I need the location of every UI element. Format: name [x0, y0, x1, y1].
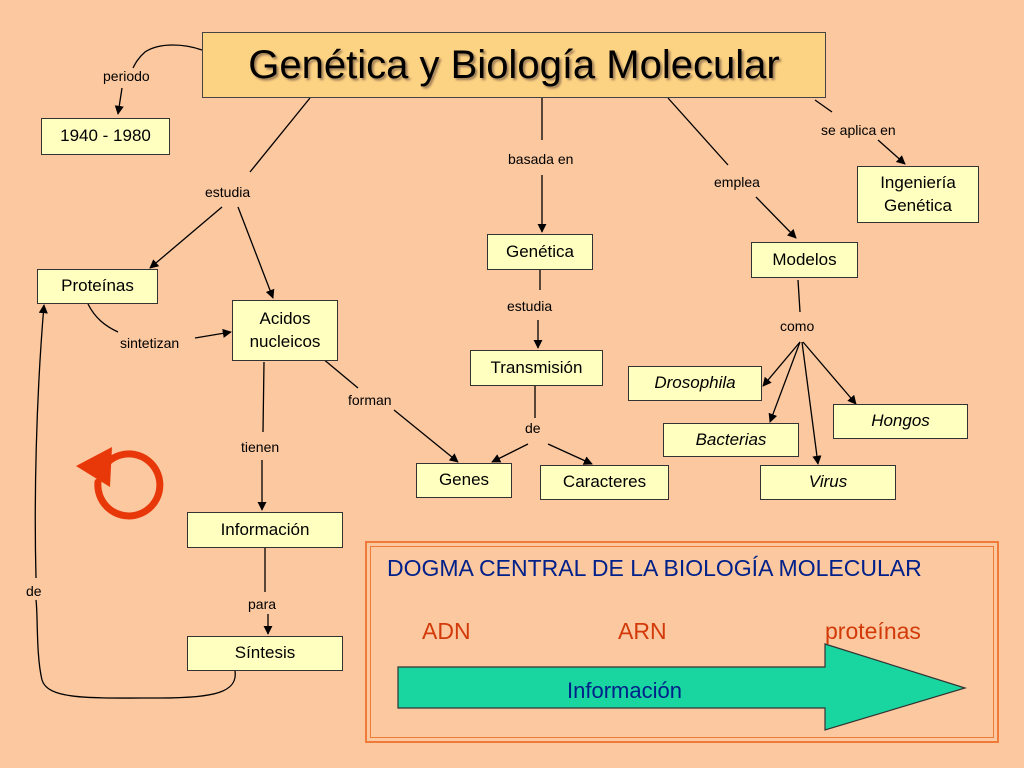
- connector-de-caracteres: [547, 443, 593, 465]
- virus-node: Virus: [760, 465, 896, 500]
- dogma-proteinas: proteínas: [825, 618, 921, 644]
- transmision-node: Transmisión: [470, 350, 603, 386]
- connector-como-virus: [801, 341, 822, 465]
- connector-modelos-como: [797, 279, 801, 313]
- link-label-para: para: [248, 596, 277, 612]
- dogma-panel: DOGMA CENTRAL DE LA BIOLOGÍA MOLECULAR A…: [365, 541, 999, 743]
- connector-como-hongos: [802, 341, 857, 405]
- link-label-estudia: estudia: [205, 184, 251, 200]
- cycle-arrow-icon: [76, 447, 164, 520]
- connector-periodo-value: [114, 87, 124, 115]
- periodo-node: 1940 - 1980: [41, 118, 170, 155]
- connector-sintetizan-acidos: [194, 328, 232, 339]
- connector-aplica-ingenieria: [877, 139, 906, 165]
- connector-title-emplea: [667, 97, 729, 166]
- link-label-tienen: tienen: [241, 439, 280, 455]
- connector-de-genes: [491, 443, 529, 463]
- link-label-como: como: [780, 318, 815, 334]
- connector-title-aplica: [814, 99, 833, 113]
- connector-title-periodo: [132, 44, 203, 69]
- caracteres-node: Caracteres: [540, 465, 669, 500]
- drosophila-node: Drosophila: [628, 366, 762, 401]
- genes-node: Genes: [416, 463, 512, 498]
- connector-como-drosophila: [762, 341, 801, 387]
- dogma-arrow-label: Información: [567, 678, 682, 703]
- proteinas-node: Proteínas: [37, 269, 158, 304]
- connector-proteinas-sintetizan: [87, 303, 119, 333]
- dogma-adn: ADN: [422, 618, 471, 644]
- link-label-basada-en: basada en: [508, 151, 574, 167]
- informacion-node: Información: [187, 512, 343, 548]
- genetica-node: Genética: [487, 234, 593, 270]
- link-label-de-sintesis: de: [26, 583, 42, 599]
- connector-de-proteinas: [34, 304, 48, 579]
- connector-estudia-proteinas: [149, 206, 223, 269]
- hongos-node: Hongos: [833, 404, 968, 439]
- acidos-nucleicos-node: Acidos nucleicos: [232, 300, 338, 361]
- connector-sintesis-de: [35, 599, 236, 699]
- connector-acidos-tienen: [262, 361, 265, 433]
- link-label-forman: forman: [348, 392, 392, 408]
- ingenieria-genetica-node: Ingeniería Genética: [857, 166, 979, 223]
- link-label-emplea: emplea: [714, 174, 760, 190]
- link-label-periodo: periodo: [103, 68, 150, 84]
- link-label-sintetizan: sintetizan: [120, 335, 180, 351]
- dogma-arn: ARN: [618, 618, 667, 644]
- bacterias-node: Bacterias: [663, 423, 799, 457]
- connector-como-bacterias: [768, 341, 801, 423]
- connector-emplea-modelos: [755, 196, 797, 239]
- dogma-panel-inner-border: [370, 546, 994, 738]
- title-node: Genética y Biología Molecular: [202, 32, 826, 98]
- connector-forman-genes: [393, 409, 459, 463]
- link-label-de-transmision: de: [525, 420, 541, 436]
- dogma-title: DOGMA CENTRAL DE LA BIOLOGÍA MOLECULAR: [387, 555, 922, 581]
- link-label-estudia-genetica: estudia: [507, 298, 553, 314]
- information-flow-arrow: [397, 643, 968, 731]
- modelos-node: Modelos: [751, 242, 858, 278]
- connector-title-estudia: [249, 97, 311, 173]
- sintesis-node: Síntesis: [187, 636, 343, 671]
- connector-estudia-acidos: [237, 206, 275, 299]
- connector-acidos-forman: [321, 357, 359, 389]
- link-label-se-aplica-en: se aplica en: [821, 122, 896, 138]
